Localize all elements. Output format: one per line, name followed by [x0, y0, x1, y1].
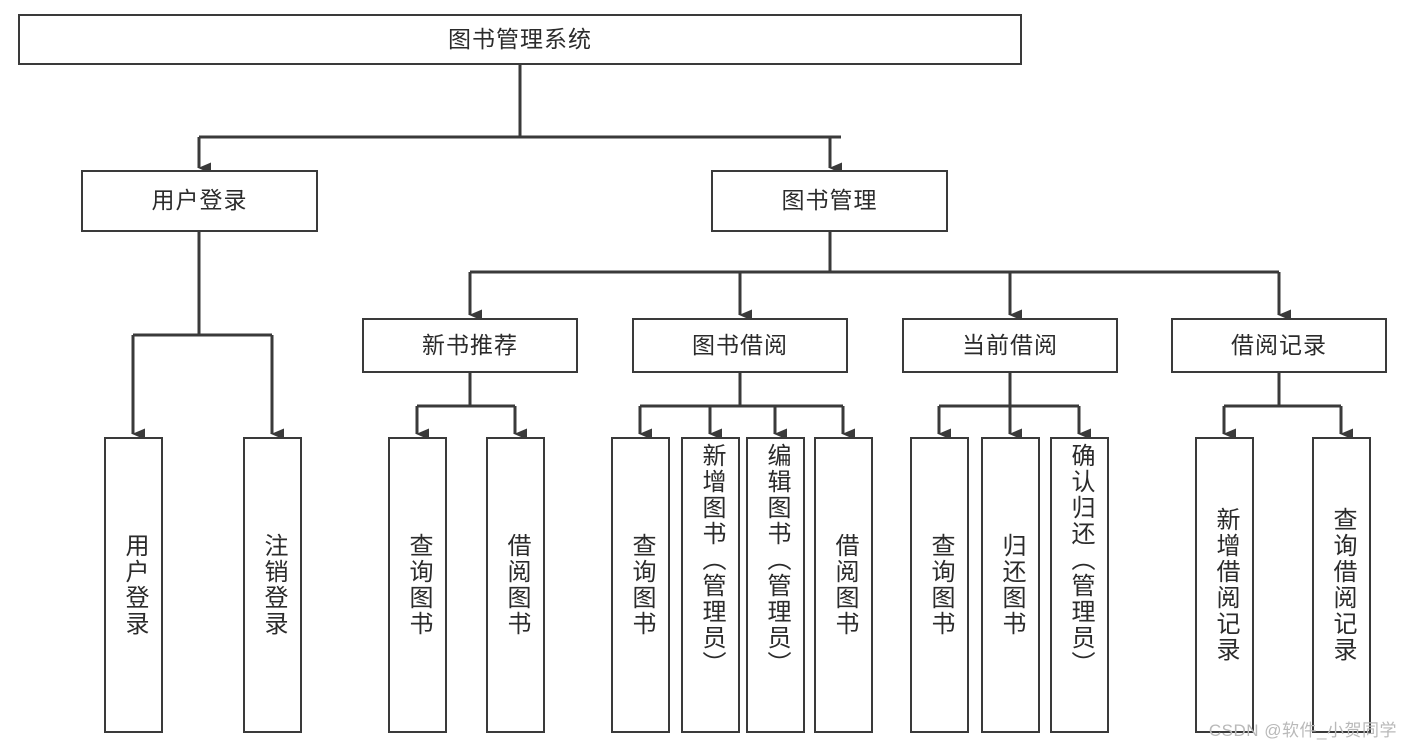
leaf-user-logout[interactable]: 注销登录 — [243, 437, 302, 733]
leaf-label: 查询图书 — [404, 533, 432, 637]
leaf-query-book-from-borrow[interactable]: 查询图书 — [611, 437, 670, 733]
leaf-label: 编辑图书（管理员） — [762, 443, 790, 677]
leaf-add-book-admin[interactable]: 新增图书（管理员） — [681, 437, 740, 733]
node-root-system[interactable]: 图书管理系统 — [18, 14, 1022, 65]
node-user-login[interactable]: 用户登录 — [81, 170, 318, 232]
leaf-return-book[interactable]: 归还图书 — [981, 437, 1040, 733]
leaf-borrow-book-from-recommend[interactable]: 借阅图书 — [486, 437, 545, 733]
leaf-query-book-from-recommend[interactable]: 查询图书 — [388, 437, 447, 733]
leaf-query-book-from-current[interactable]: 查询图书 — [910, 437, 969, 733]
node-book-manage[interactable]: 图书管理 — [711, 170, 948, 232]
leaf-label: 用户登录 — [120, 533, 148, 637]
csdn-watermark: CSDN @软件_小贺同学 — [1208, 721, 1397, 740]
leaf-label: 借阅图书 — [830, 533, 858, 637]
leaf-confirm-return-admin[interactable]: 确认归还（管理员） — [1050, 437, 1109, 733]
node-book-borrow[interactable]: 图书借阅 — [632, 318, 848, 373]
leaf-query-borrow-record[interactable]: 查询借阅记录 — [1312, 437, 1371, 733]
leaf-label: 确认归还（管理员） — [1066, 443, 1094, 677]
leaf-label: 查询图书 — [926, 533, 954, 637]
leaf-user-login[interactable]: 用户登录 — [104, 437, 163, 733]
node-new-book-recommend[interactable]: 新书推荐 — [362, 318, 578, 373]
leaf-label: 新增图书（管理员） — [697, 443, 725, 677]
leaf-edit-book-admin[interactable]: 编辑图书（管理员） — [746, 437, 805, 733]
leaf-label: 借阅图书 — [502, 533, 530, 637]
leaf-borrow-book-from-borrow[interactable]: 借阅图书 — [814, 437, 873, 733]
node-borrow-record[interactable]: 借阅记录 — [1171, 318, 1387, 373]
node-current-borrow[interactable]: 当前借阅 — [902, 318, 1118, 373]
leaf-label: 新增借阅记录 — [1211, 507, 1239, 663]
leaf-add-borrow-record[interactable]: 新增借阅记录 — [1195, 437, 1254, 733]
leaf-label: 归还图书 — [997, 533, 1025, 637]
leaf-label: 注销登录 — [259, 533, 287, 637]
leaf-label: 查询借阅记录 — [1328, 507, 1356, 663]
leaf-label: 查询图书 — [627, 533, 655, 637]
